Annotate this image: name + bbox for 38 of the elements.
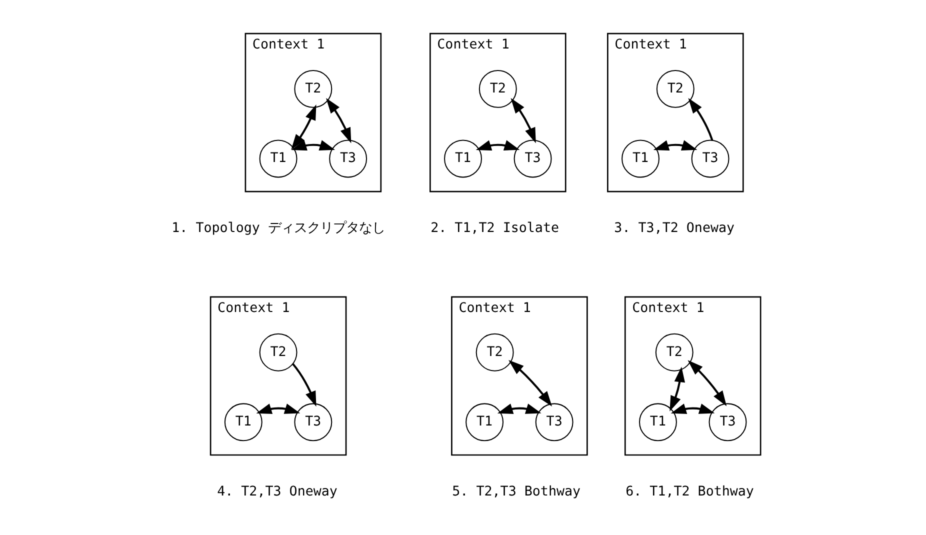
arrow	[497, 404, 542, 414]
node-circle: T3	[329, 140, 368, 178]
arrow	[256, 404, 300, 414]
node-circle: T1	[259, 140, 298, 178]
arrow	[326, 98, 352, 144]
arrow	[670, 366, 686, 412]
node-circle: T1	[224, 403, 262, 442]
node-circle: T2	[656, 70, 694, 108]
node-label: 5. T2,T3 Bothway	[452, 484, 581, 500]
node-circle: T3	[691, 140, 730, 178]
node-circle: T2	[294, 70, 332, 108]
arrow	[670, 404, 715, 414]
node-circle: T2	[476, 333, 514, 372]
node-label: 6. T1,T2 Bothway	[626, 484, 754, 500]
node-label: 3. T3,T2 Oneway	[614, 220, 735, 236]
node-circle: T3	[708, 403, 747, 442]
node-label: 2. T1,T2 Isolate	[430, 220, 560, 236]
arrow	[510, 98, 536, 144]
arrow	[292, 363, 316, 407]
node-circle: T1	[466, 403, 504, 442]
arrow	[653, 140, 698, 151]
node-circle: T1	[622, 140, 660, 178]
node-label: 1. Topology ディスクリプタなし	[172, 220, 385, 236]
node-circle: T3	[294, 403, 332, 442]
node-circle: T3	[514, 140, 552, 178]
node-circle: T1	[638, 403, 677, 442]
node-circle: T1	[444, 140, 482, 178]
arrow	[291, 104, 316, 150]
node-circle: T2	[478, 70, 517, 108]
node-label: 4. T2,T3 Oneway	[217, 484, 338, 500]
node-circle: T2	[655, 333, 694, 372]
arrow	[508, 360, 552, 407]
arrow	[688, 98, 714, 141]
node-circle: T3	[535, 403, 574, 442]
arrow	[688, 360, 727, 406]
arrow	[291, 140, 336, 151]
node-circle: T2	[259, 333, 298, 372]
arrow	[476, 140, 520, 151]
